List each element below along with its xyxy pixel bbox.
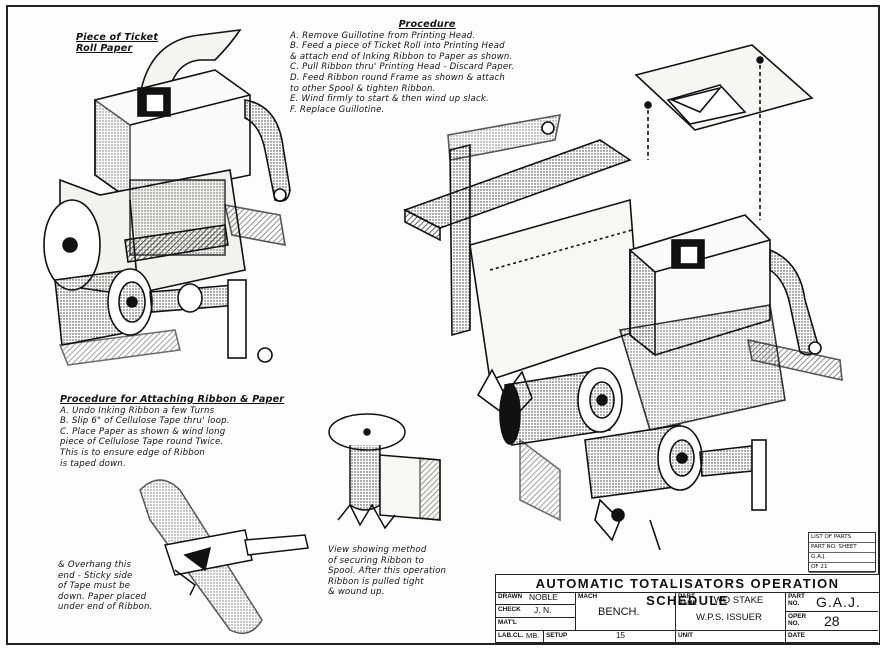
spool-securing-detail xyxy=(328,413,441,530)
date-cell: DATE xyxy=(786,631,878,643)
attach-step: C. Place Paper as shown & wind long xyxy=(60,426,226,437)
oper-no-cell: OPER NO. 28 xyxy=(786,612,878,631)
overhang-note: & Overhang this end - Sticky side of Tap… xyxy=(58,560,153,613)
attach-step: is taped down. xyxy=(60,458,126,469)
procedure-step: C. Pull Ribbon thru' Printing Head - Dis… xyxy=(290,62,515,73)
procedure-step: B. Feed a piece of Ticket Roll into Prin… xyxy=(290,41,505,52)
parts-list-stamp: LIST OF PARTS PART NO. SHEET G.A.J. OF 2… xyxy=(808,532,876,573)
check-cell: CHECK J. N. xyxy=(496,605,576,618)
schedule-title: AUTOMATIC TOTALISATORS OPERATION SCHEDUL… xyxy=(496,575,879,608)
view-note: View showing method of securing Ribbon t… xyxy=(328,545,447,598)
machine-cell: MACH BENCH. xyxy=(576,592,676,631)
attach-step: This is to ensure edge of Ribbon xyxy=(60,447,206,458)
attach-step: A. Undo Inking Ribbon a few Turns xyxy=(60,405,215,416)
procedure-block: Procedure A. Remove Guillotine from Prin… xyxy=(290,19,515,115)
attach-procedure-title: Procedure for Attaching Ribbon & Paper xyxy=(60,394,285,405)
attach-step: piece of Cellulose Tape round Twice. xyxy=(60,437,224,448)
procedure-step: to other Spool & tighten Ribbon. xyxy=(290,83,436,94)
title-block: AUTOMATIC TOTALISATORS OPERATION SCHEDUL… xyxy=(495,574,880,644)
attach-procedure-block: Procedure for Attaching Ribbon & Paper A… xyxy=(60,394,285,469)
part-name-cell: PART NAME TWO STAKE W.P.S. ISSUER xyxy=(676,592,786,631)
setup-cell: SETUP 15 xyxy=(544,631,676,643)
procedure-step: F. Replace Guillotine. xyxy=(290,104,385,115)
attach-step: B. Slip 6" of Cellulose Tape thru' loop. xyxy=(60,416,230,427)
printing-head-detail xyxy=(43,28,291,366)
ribbon-path-assembly xyxy=(402,44,843,551)
procedure-step: & attach end of Inking Ribbon to Paper a… xyxy=(290,51,513,62)
part-no-cell: PART NO. G.A.J. xyxy=(786,592,878,612)
material-cell: MAT'L xyxy=(496,618,576,631)
unit-cell: UNIT xyxy=(676,631,786,643)
drawn-cell: DRAWN NOBLE xyxy=(496,592,576,605)
procedure-step: D. Feed Ribbon round Frame as shown & at… xyxy=(290,72,506,83)
procedure-title: Procedure xyxy=(398,19,456,30)
tape-attachment-detail xyxy=(139,479,309,635)
procedure-step: E. Wind firmly to start & then wind up s… xyxy=(290,94,490,105)
procedure-step: A. Remove Guillotine from Printing Head. xyxy=(290,30,476,41)
lab-class-cell: LAB.CL. MB. xyxy=(496,631,544,643)
ticket-roll-label: Piece of Ticket Roll Paper xyxy=(76,32,159,54)
